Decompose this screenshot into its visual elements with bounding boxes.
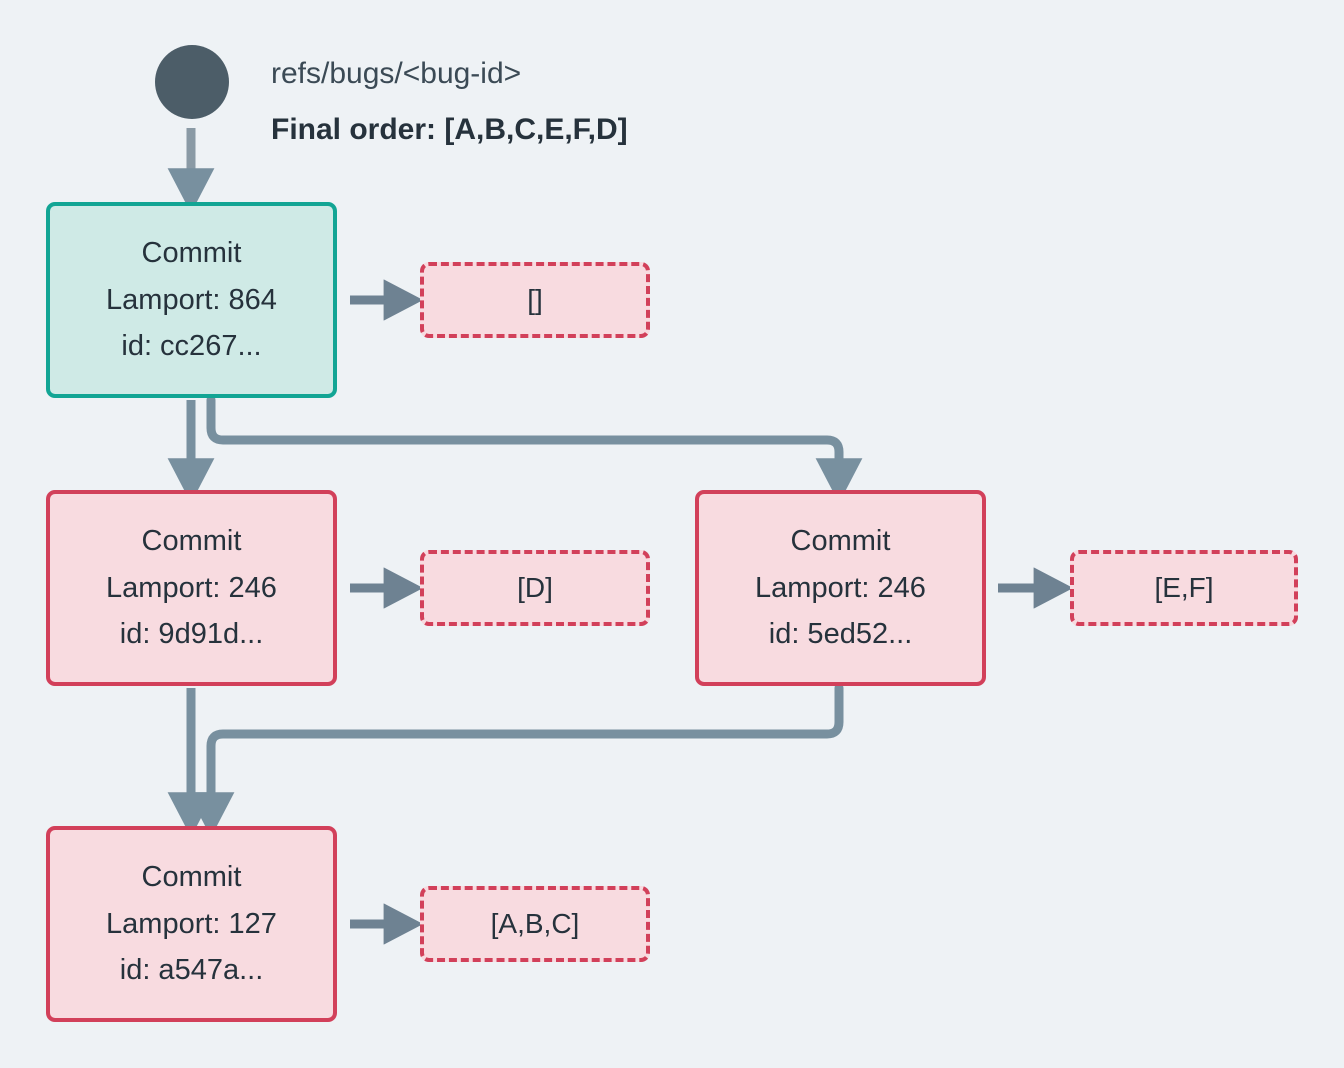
final-order-label: Final order: [A,B,C,E,F,D] <box>271 113 628 146</box>
ops-box-head: [] <box>420 262 650 338</box>
ops-box-right-mid: [E,F] <box>1070 550 1298 626</box>
ref-root-dot <box>155 45 229 119</box>
commit-lamport: Lamport: 246 <box>755 571 926 604</box>
ops-text: [A,B,C] <box>490 908 580 939</box>
commit-label: Commit <box>790 524 891 557</box>
ops-box-bottom: [A,B,C] <box>420 886 650 962</box>
commit-id: id: 5ed52... <box>768 618 913 651</box>
ops-text: [E,F] <box>1154 572 1214 603</box>
ref-label: refs/bugs/<bug-id> <box>271 57 522 90</box>
commit-id: id: 9d91d... <box>119 618 264 651</box>
commit-node-bottom[interactable]: Commit Lamport: 127 id: a547a... <box>46 826 337 1022</box>
commit-label: Commit <box>141 524 242 557</box>
edge-head-to-right-mid <box>206 395 863 504</box>
commit-label: Commit <box>141 860 242 893</box>
commit-lamport: Lamport: 246 <box>106 571 277 604</box>
commit-node-right-mid[interactable]: Commit Lamport: 246 id: 5ed52... <box>695 490 986 686</box>
commit-id: id: a547a... <box>119 954 264 987</box>
commit-id: id: cc267... <box>121 330 262 363</box>
ops-text: [D] <box>517 572 553 603</box>
commit-label: Commit <box>141 236 242 269</box>
commit-lamport: Lamport: 864 <box>106 283 277 316</box>
commit-node-head[interactable]: Commit Lamport: 864 id: cc267... <box>46 202 337 398</box>
edge-right-mid-to-bottom <box>187 683 844 838</box>
ops-box-left-mid: [D] <box>420 550 650 626</box>
commit-lamport: Lamport: 127 <box>106 907 277 940</box>
ops-text: [] <box>527 284 543 315</box>
commit-node-left-mid[interactable]: Commit Lamport: 246 id: 9d91d... <box>46 490 337 686</box>
